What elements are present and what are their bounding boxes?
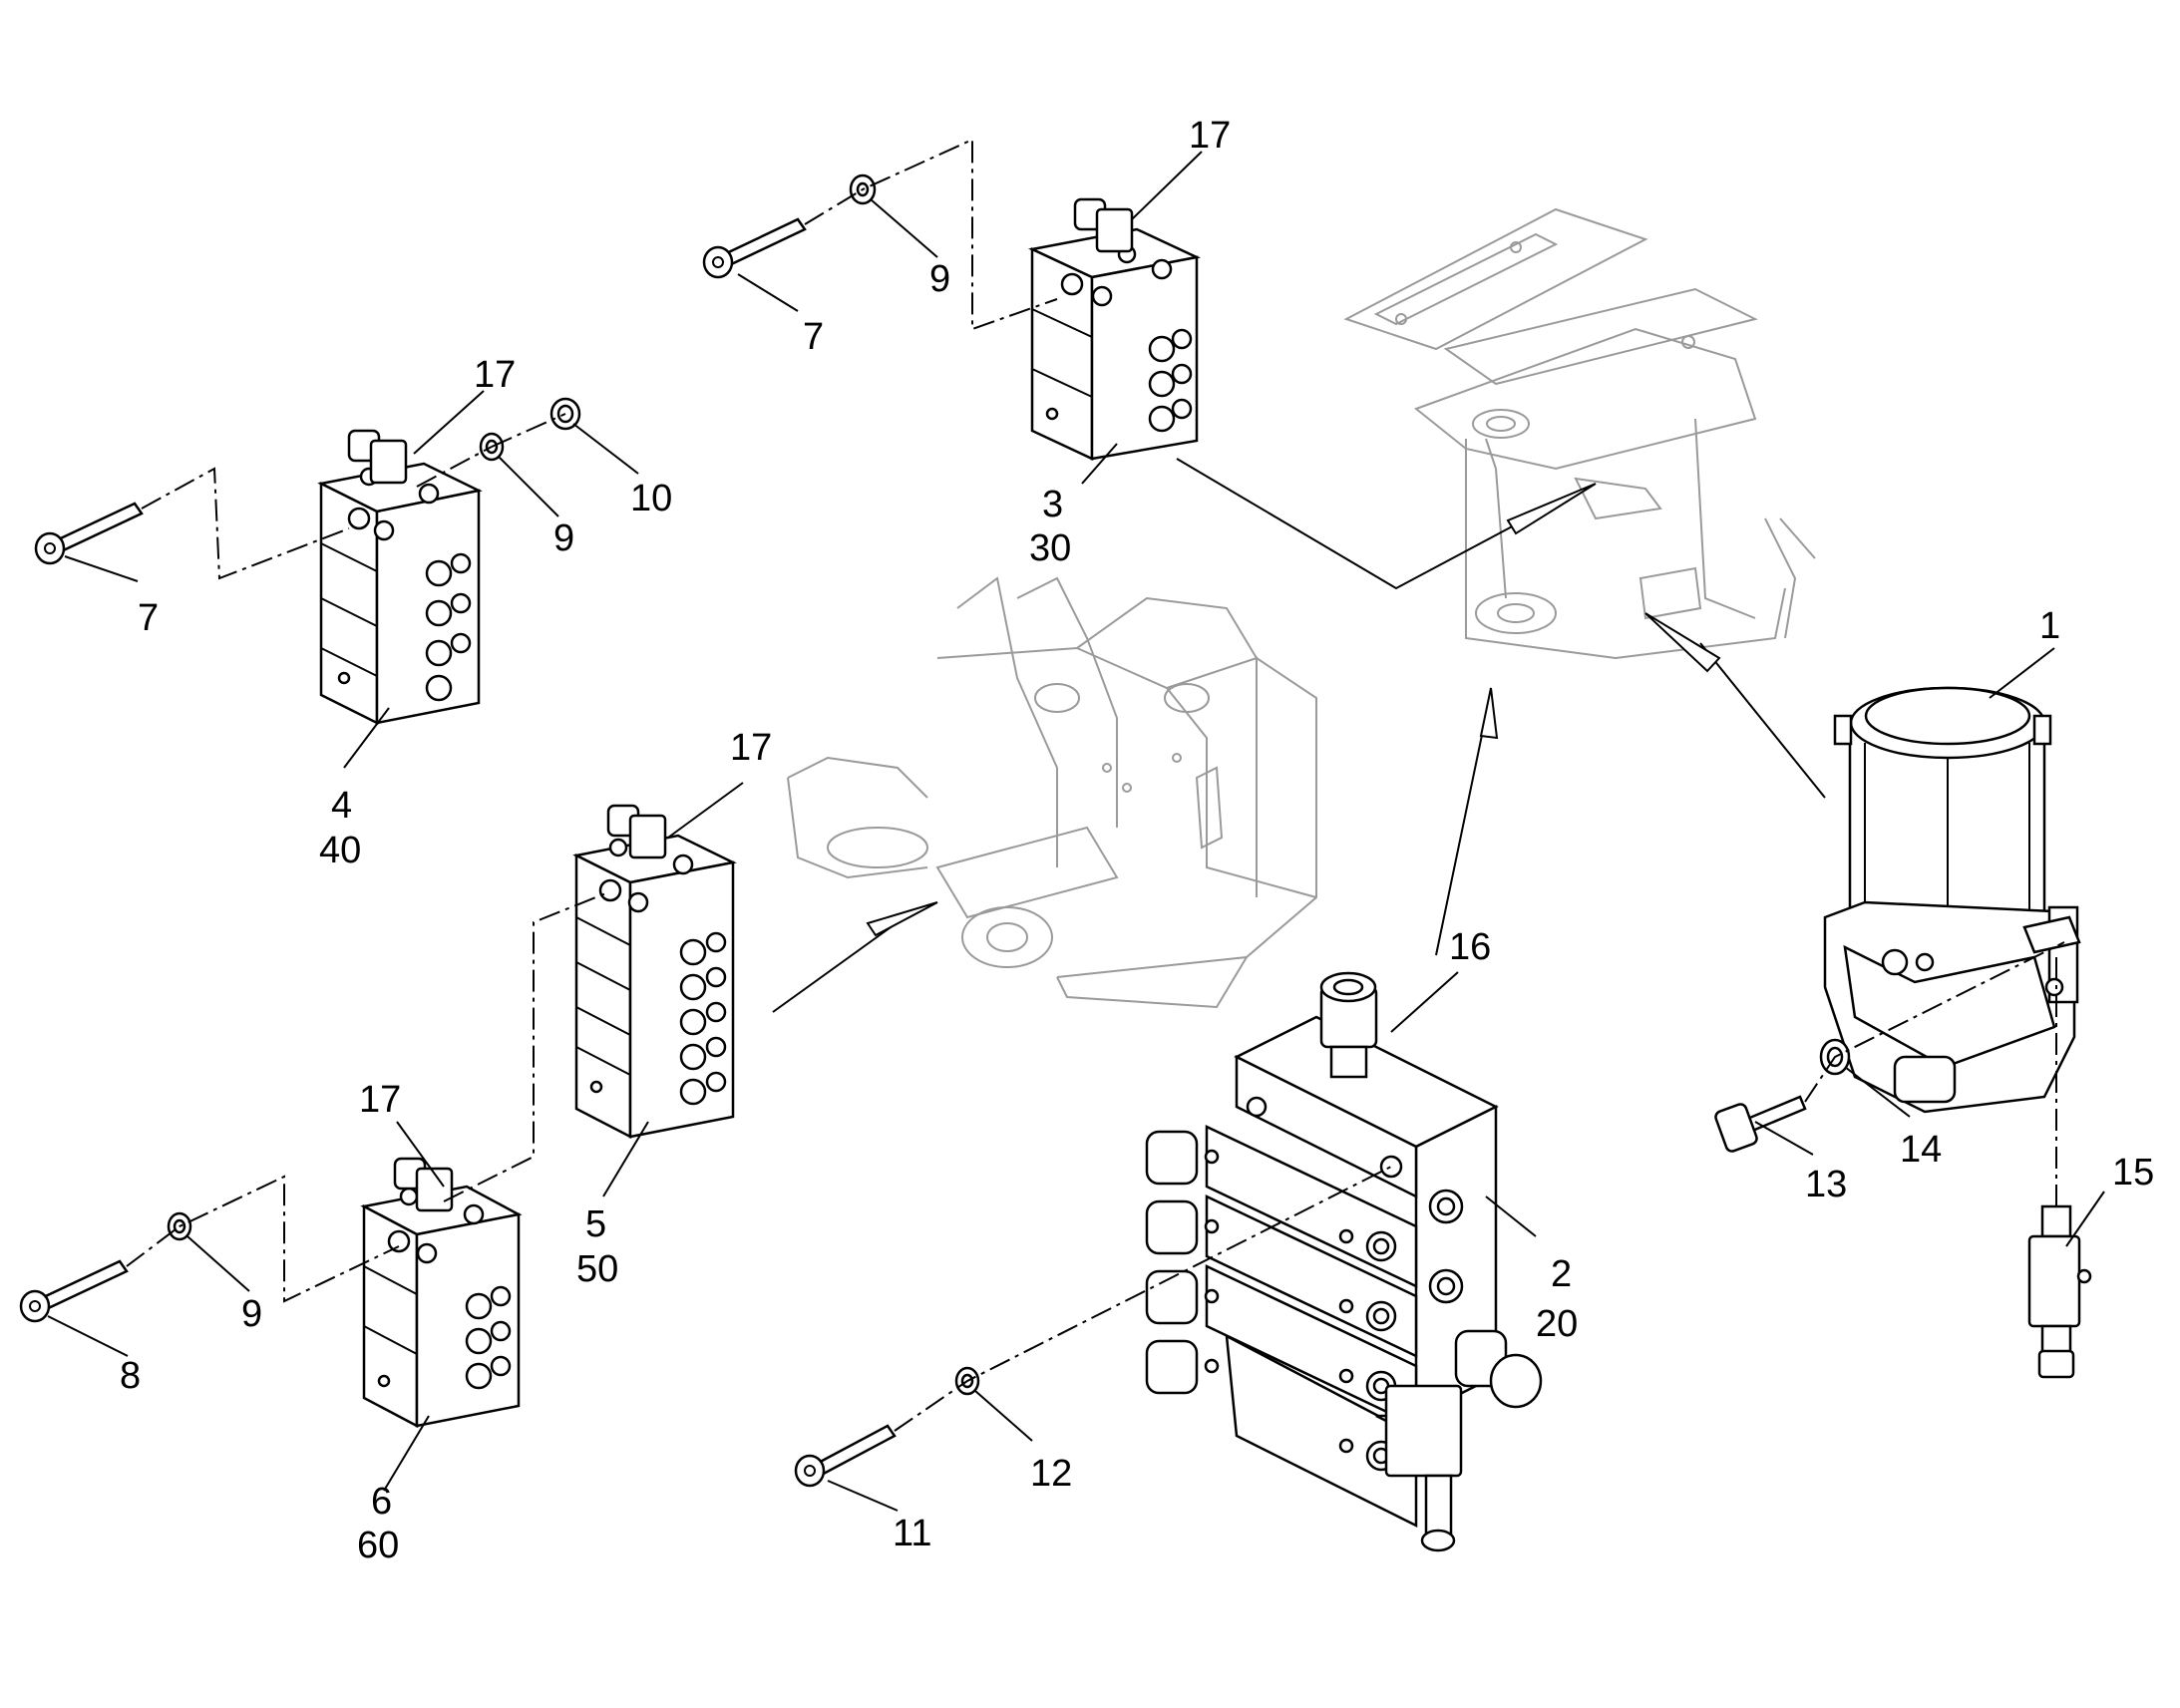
callout-item-7-left: 7 <box>138 597 159 639</box>
callout-item-4-qty: 40 <box>319 830 361 871</box>
callout-item-17-low: 17 <box>359 1079 401 1121</box>
elbow-fitting-17-low <box>393 1157 454 1212</box>
main-distributor-block-2 <box>1145 1015 1543 1552</box>
distributor-block-3 <box>1027 227 1202 461</box>
callout-item-10: 10 <box>630 478 672 519</box>
callout-item-17-mid: 17 <box>474 354 516 396</box>
callout-item-3-qty: 30 <box>1029 527 1071 569</box>
callout-item-5: 5 <box>585 1203 606 1245</box>
elbow-fitting-17-mid <box>347 429 408 485</box>
location-leaders <box>772 458 1826 1013</box>
callout-item-5-qty: 50 <box>576 1248 618 1290</box>
callout-item-1: 1 <box>2039 605 2060 647</box>
callout-item-17-top: 17 <box>1189 115 1231 157</box>
bolt-13 <box>1714 1095 1807 1153</box>
callout-item-13: 13 <box>1805 1164 1847 1205</box>
upper-frame-ghost <box>1343 207 1816 660</box>
connector-fitting-16 <box>1319 971 1378 1079</box>
callout-item-6: 6 <box>371 1481 392 1523</box>
fitting-15 <box>2027 1204 2092 1379</box>
alignment-lines <box>126 138 2065 1432</box>
callout-item-4: 4 <box>331 785 352 827</box>
callout-item-8: 8 <box>120 1355 141 1397</box>
callout-item-17-center: 17 <box>730 727 772 769</box>
callout-item-14: 14 <box>1900 1129 1942 1171</box>
callout-item-2-qty: 20 <box>1536 1303 1578 1345</box>
distributor-block-6 <box>360 1185 523 1429</box>
callout-item-12: 12 <box>1030 1453 1072 1495</box>
elbow-fitting-17-top <box>1073 197 1134 253</box>
lubrication-pump-1 <box>1823 686 2081 1114</box>
callout-item-16: 16 <box>1449 926 1491 968</box>
callout-item-11: 11 <box>893 1513 931 1554</box>
callout-numbers: 1 2 20 3 30 4 40 5 50 6 60 7 7 8 9 9 9 1… <box>120 115 2154 1566</box>
elbow-fitting-17-center <box>606 804 667 859</box>
callout-item-2: 2 <box>1551 1253 1572 1295</box>
callout-item-9-mid: 9 <box>553 517 574 559</box>
callout-item-15: 15 <box>2112 1152 2154 1194</box>
bolt-11 <box>794 1424 897 1488</box>
callout-item-9-low: 9 <box>241 1293 262 1335</box>
distributor-block-4 <box>317 462 483 726</box>
bolt-8 <box>19 1259 129 1323</box>
distributor-block-5 <box>572 834 737 1140</box>
bolt-7-left <box>34 502 144 565</box>
callout-item-3: 3 <box>1042 484 1063 525</box>
callout-item-6-qty: 60 <box>357 1525 399 1566</box>
callout-item-9-top: 9 <box>929 258 950 300</box>
main-frame-ghost <box>787 576 1317 1009</box>
bolt-7-top <box>702 217 807 279</box>
callout-item-7-top: 7 <box>803 316 824 358</box>
callout-leaders <box>47 151 2105 1512</box>
